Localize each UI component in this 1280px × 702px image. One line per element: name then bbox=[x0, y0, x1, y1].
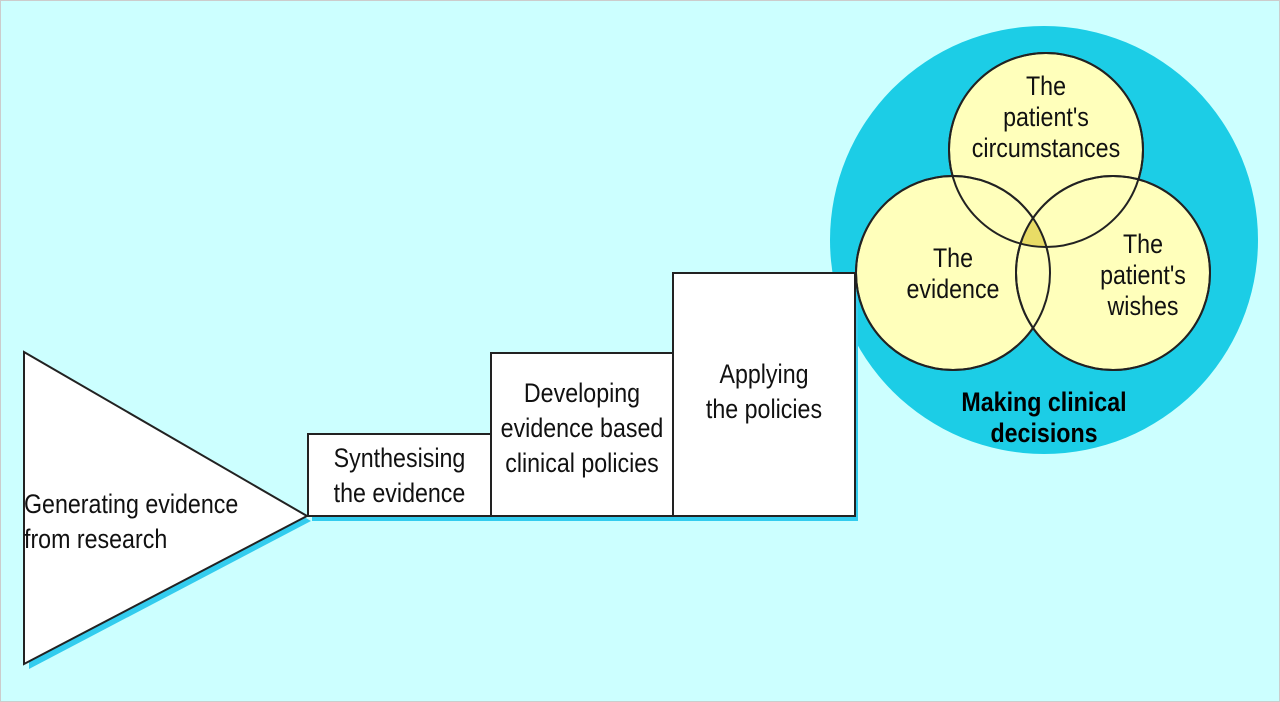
venn-outlines bbox=[855, 52, 1211, 371]
label-generating-evidence: Generating evidence from research bbox=[24, 489, 239, 554]
label-patient-circumstances: The patient's circumstances bbox=[971, 71, 1121, 163]
label-the-evidence: The evidence bbox=[906, 243, 1000, 304]
synthesising-box bbox=[307, 433, 492, 517]
label-synthesising: Synthesising the evidence bbox=[333, 443, 466, 508]
label-making-clinical-decisions: Making clinical decisions bbox=[961, 387, 1127, 448]
applying-box bbox=[672, 272, 856, 517]
generating-evidence-triangle bbox=[23, 350, 310, 666]
label-applying: Applying the policies bbox=[705, 359, 823, 424]
label-patient-wishes: The patient's wishes bbox=[1100, 229, 1186, 321]
label-developing: Developing evidence based clinical polic… bbox=[500, 378, 664, 478]
